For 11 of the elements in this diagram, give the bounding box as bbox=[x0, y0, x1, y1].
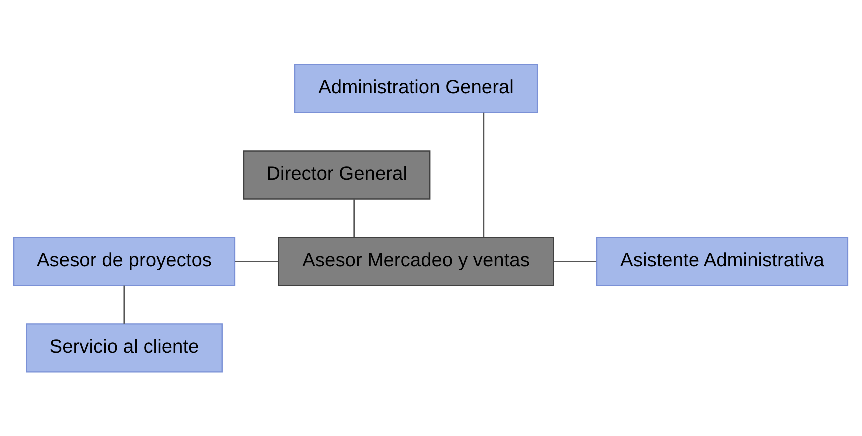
connector bbox=[483, 112, 485, 237]
node-box: Asesor Mercadeo y ventas bbox=[278, 236, 554, 286]
connector bbox=[354, 198, 356, 237]
connector bbox=[235, 260, 279, 262]
node-box: Asesor de proyectos bbox=[13, 236, 236, 286]
node-box: Servicio al cliente bbox=[26, 323, 223, 372]
connector bbox=[554, 260, 597, 262]
node-box: Director General bbox=[243, 150, 431, 200]
node-box: Administration General bbox=[294, 64, 538, 113]
connector bbox=[124, 285, 126, 324]
node-box: Asistente Administrativa bbox=[596, 236, 849, 286]
